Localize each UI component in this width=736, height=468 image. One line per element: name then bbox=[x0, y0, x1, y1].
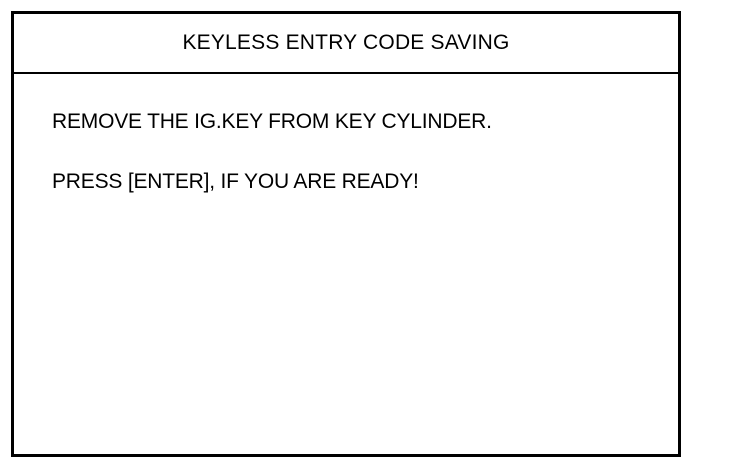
instruction-remove-key: REMOVE THE IG.KEY FROM KEY CYLINDER. bbox=[52, 110, 492, 133]
tester-screen: KEYLESS ENTRY CODE SAVING REMOVE THE IG.… bbox=[11, 11, 681, 457]
screen-title: KEYLESS ENTRY CODE SAVING bbox=[182, 31, 510, 54]
title-bar: KEYLESS ENTRY CODE SAVING bbox=[14, 14, 678, 74]
instruction-press-enter: PRESS [ENTER], IF YOU ARE READY! bbox=[52, 170, 419, 193]
